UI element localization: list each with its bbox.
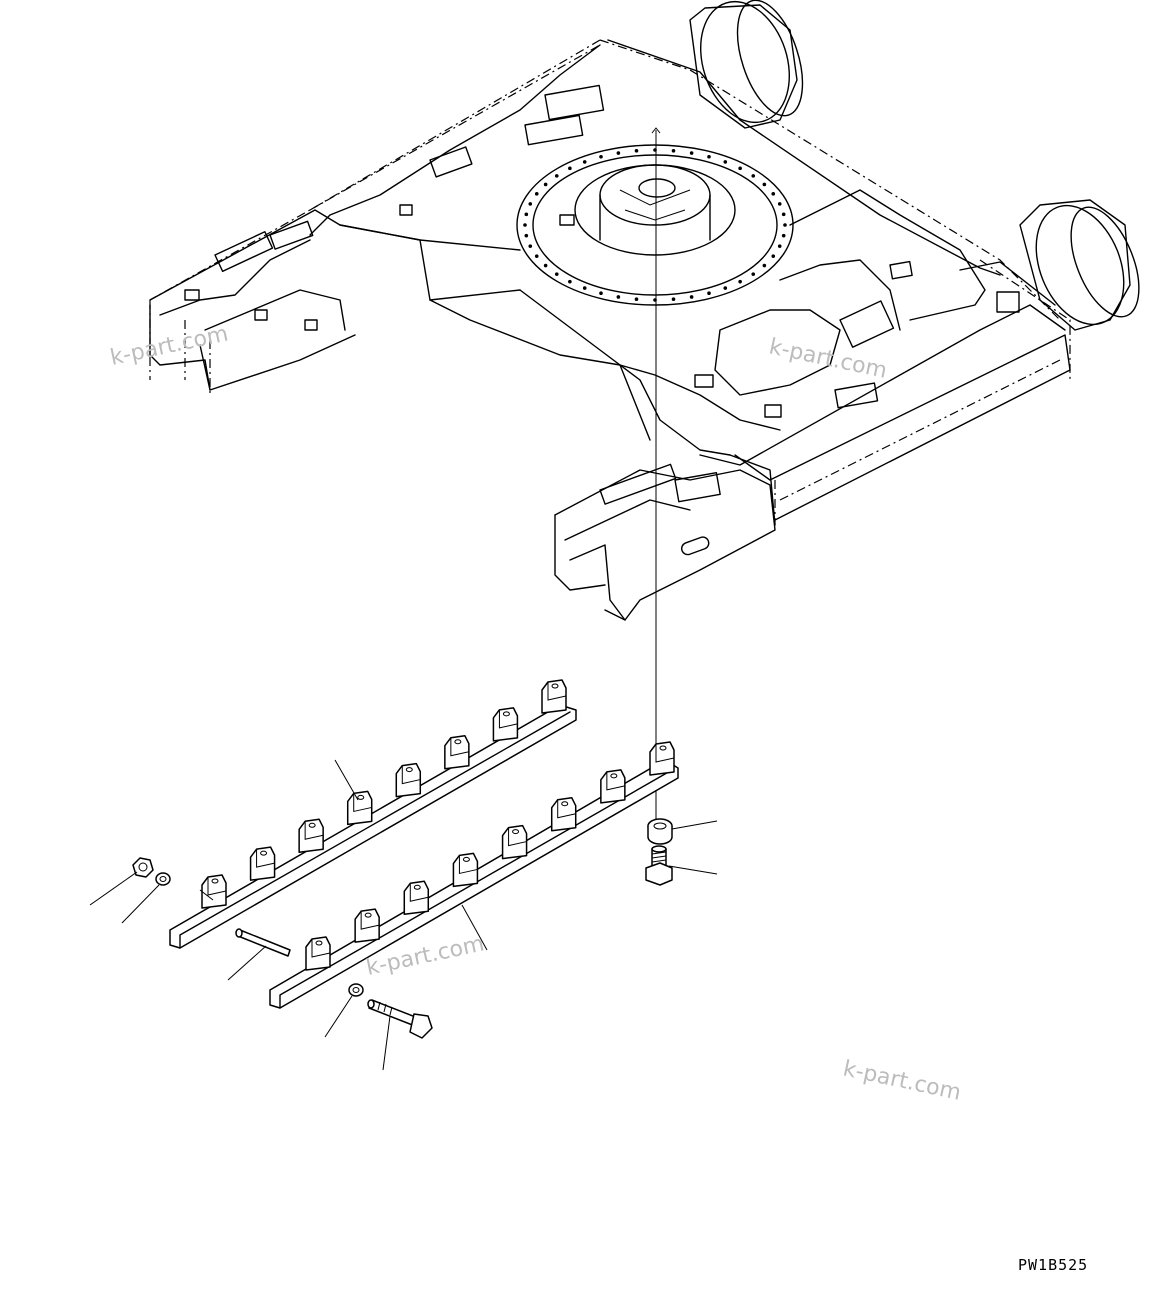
- watermark: k-part.com: [841, 1056, 963, 1105]
- drawing-code: PW1B525: [1018, 1256, 1088, 1274]
- bolt-long: [367, 999, 433, 1039]
- watermark: k-part.com: [767, 334, 889, 383]
- pin: [235, 928, 291, 957]
- bolt-small: [645, 845, 673, 886]
- swing-circle: [516, 144, 794, 306]
- washer-left: [155, 872, 171, 886]
- right-ring: [1019, 199, 1140, 331]
- track-guard-lower: [269, 741, 679, 1009]
- front-rail-end: [554, 463, 776, 621]
- rear-ring: [689, 0, 804, 129]
- track-guard-upper: [169, 679, 577, 949]
- leader-lines: [89, 759, 718, 1071]
- washer-front: [348, 983, 364, 997]
- spacer: [647, 818, 673, 845]
- nut: [132, 857, 154, 878]
- track-frame: [149, 0, 1140, 621]
